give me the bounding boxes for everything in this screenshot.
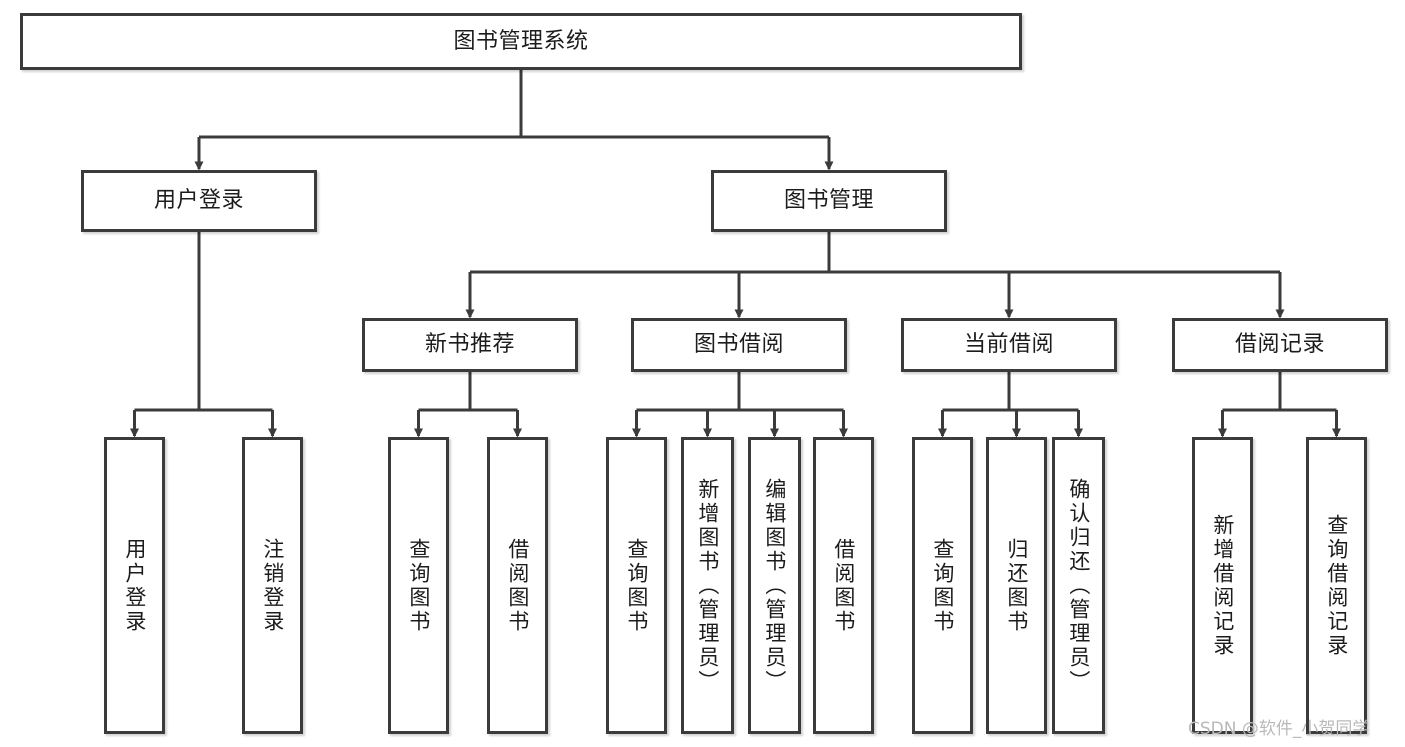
node-leaf-10[interactable]: 归还图书 [986,437,1047,734]
node-current[interactable]: 当前借阅 [901,318,1117,372]
node-label-leaf-4: 借阅图书 [505,537,530,634]
node-label-leaf-12: 新增借阅记录 [1210,513,1235,658]
node-label-leaf-8: 借阅图书 [831,537,856,634]
edge-paths [130,70,1341,438]
node-leaf-13[interactable]: 查询借阅记录 [1306,437,1367,734]
node-label-leaf-1: 用户登录 [122,537,147,634]
node-label-leaf-7: 编辑图书（管理员） [762,477,787,694]
node-label-bookmgmt: 图书管理 [783,188,874,214]
node-label-leaf-9: 查询图书 [930,537,955,634]
node-label-leaf-2: 注销登录 [260,537,285,634]
node-label-leaf-3: 查询图书 [406,537,431,634]
node-label-newbook: 新书推荐 [424,332,515,358]
node-label-records: 借阅记录 [1234,332,1325,358]
node-label-leaf-11: 确认归还（管理员） [1066,477,1091,694]
node-leaf-4[interactable]: 借阅图书 [487,437,548,734]
node-leaf-8[interactable]: 借阅图书 [813,437,874,734]
node-newbook[interactable]: 新书推荐 [362,318,578,372]
node-bookmgmt[interactable]: 图书管理 [711,170,947,232]
node-root[interactable]: 图书管理系统 [20,13,1022,70]
node-label-current: 当前借阅 [963,332,1054,358]
node-leaf-2[interactable]: 注销登录 [242,437,303,734]
node-leaf-9[interactable]: 查询图书 [912,437,973,734]
node-login[interactable]: 用户登录 [81,170,317,232]
node-leaf-1[interactable]: 用户登录 [104,437,165,734]
node-label-leaf-6: 新增图书（管理员） [695,477,720,694]
node-label-borrow: 图书借阅 [693,332,784,358]
node-label-login: 用户登录 [153,188,244,214]
node-label-leaf-13: 查询借阅记录 [1324,513,1349,658]
node-leaf-3[interactable]: 查询图书 [388,437,449,734]
node-leaf-12[interactable]: 新增借阅记录 [1192,437,1253,734]
node-label-root: 图书管理系统 [453,28,589,54]
node-leaf-11[interactable]: 确认归还（管理员） [1052,437,1105,734]
node-records[interactable]: 借阅记录 [1172,318,1388,372]
node-label-leaf-5: 查询图书 [624,537,649,634]
node-leaf-5[interactable]: 查询图书 [606,437,667,734]
node-label-leaf-10: 归还图书 [1004,537,1029,634]
node-leaf-6[interactable]: 新增图书（管理员） [681,437,734,734]
node-leaf-7[interactable]: 编辑图书（管理员） [748,437,801,734]
node-borrow[interactable]: 图书借阅 [631,318,847,372]
